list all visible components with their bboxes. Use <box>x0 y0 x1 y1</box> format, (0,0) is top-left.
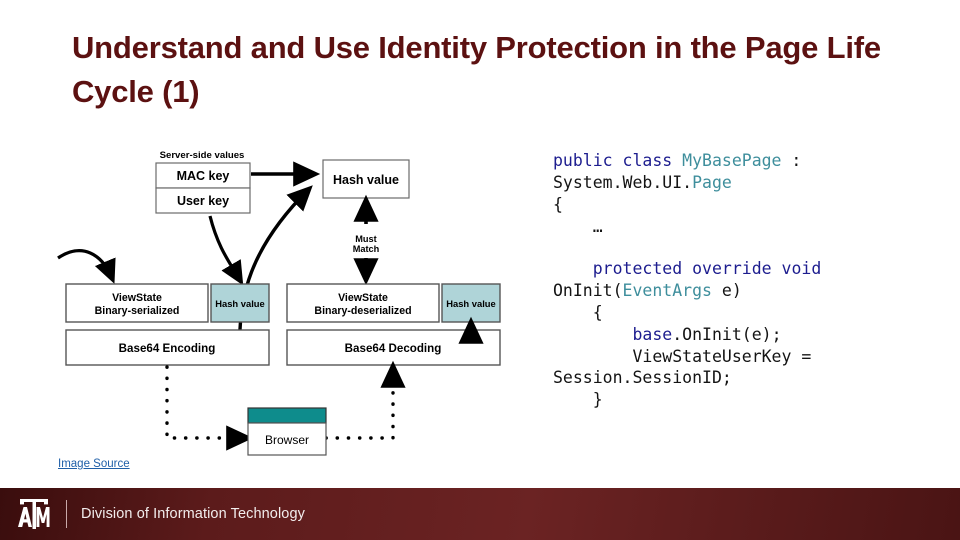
svg-text:Binary-serialized: Binary-serialized <box>95 305 180 317</box>
code-token: OnInit( <box>553 258 832 300</box>
diagram-label-must-match-line1: Must <box>355 234 376 244</box>
code-token: { <box>553 194 563 214</box>
diagram-box-base64-encoding: Base64 Encoding <box>65 329 270 366</box>
svg-text:Browser: Browser <box>265 433 309 447</box>
viewstate-mac-flow-diagram: Server-side values MAC key User key Hash… <box>50 138 530 478</box>
svg-text:ViewState: ViewState <box>112 292 162 304</box>
svg-text:Hash value: Hash value <box>333 173 399 187</box>
diagram-box-base64-decoding: Base64 Decoding <box>286 329 501 366</box>
svg-text:Binary-deserialized: Binary-deserialized <box>314 305 411 317</box>
svg-text:User key: User key <box>177 194 229 208</box>
code-line-7: ViewStateUserKey = Session.SessionID; <box>553 346 953 390</box>
footer-department-label: Division of Information Technology <box>81 506 305 522</box>
code-token <box>772 259 782 278</box>
code-token: override <box>692 258 772 278</box>
code-token: … <box>553 216 603 236</box>
code-token: protected <box>592 258 683 278</box>
code-line-5: { <box>553 302 953 324</box>
diagram-box-hash-value-top: Hash value <box>322 159 410 199</box>
diagram-box-mac-key: MAC key <box>155 162 251 189</box>
code-line-6: base.OnInit(e); <box>553 324 953 346</box>
code-token <box>682 259 692 278</box>
diagram-label-server-side-values: Server-side values <box>160 150 245 161</box>
code-token: : System.Web.UI. <box>553 151 812 192</box>
svg-text:MAC key: MAC key <box>177 169 230 183</box>
diagram-box-user-key: User key <box>155 187 251 214</box>
code-token: public <box>553 151 613 170</box>
code-token <box>613 151 623 170</box>
code-token: MyBasePage <box>682 151 782 170</box>
diagram-box-viewstate-deserialized: ViewState Binary-deserialized <box>286 283 440 323</box>
diagram-dotted-path-left <box>165 365 237 440</box>
image-source-link[interactable]: Image Source <box>58 458 130 470</box>
code-line-2: … <box>553 216 953 238</box>
code-token: .OnInit(e); <box>672 324 782 344</box>
svg-text:Hash value: Hash value <box>446 298 496 309</box>
svg-text:Hash value: Hash value <box>215 298 265 309</box>
code-token: ViewStateUserKey = Session.SessionID; <box>553 346 822 388</box>
code-token: class <box>622 151 673 170</box>
diagram-dotted-path-right <box>324 379 395 440</box>
code-token: } <box>553 390 603 410</box>
code-line-4: protected override void OnInit(EventArgs… <box>553 258 953 302</box>
page-title: Understand and Use Identity Protection i… <box>72 30 881 110</box>
code-line-8: } <box>553 389 953 411</box>
code-token: void <box>781 258 822 278</box>
code-token: EventArgs <box>622 280 712 300</box>
diagram-label-must-match-line2: Match <box>353 244 380 254</box>
code-token: Page <box>692 172 732 192</box>
svg-text:Base64 Encoding: Base64 Encoding <box>119 342 216 355</box>
svg-text:Base64 Decoding: Base64 Decoding <box>345 342 442 355</box>
code-token <box>553 325 632 344</box>
code-token <box>672 151 682 170</box>
diagram-box-viewstate-serialized: ViewState Binary-serialized <box>65 283 209 323</box>
footer-divider <box>66 500 67 528</box>
diagram-arrow-into-viewstate-serialized <box>57 249 116 284</box>
diagram-box-hash-value-right: Hash value <box>441 283 501 323</box>
diagram-arrow-userkey-to-hash <box>208 215 244 286</box>
code-token: base <box>632 324 673 344</box>
code-line-0: public class MyBasePage : System.Web.UI.… <box>553 150 953 194</box>
code-token: { <box>553 302 603 322</box>
code-line-3 <box>553 238 953 258</box>
diagram-box-hash-value-left: Hash value <box>210 283 270 323</box>
diagram-arrow-deserialized-to-hash <box>238 185 313 349</box>
code-token <box>553 259 593 278</box>
code-snippet: public class MyBasePage : System.Web.UI.… <box>553 150 953 411</box>
diagram-box-browser: Browser <box>247 407 327 456</box>
texas-am-logo-icon <box>14 497 54 531</box>
svg-text:ViewState: ViewState <box>338 292 388 304</box>
code-line-1: { <box>553 194 953 216</box>
footer-bar: Division of Information Technology <box>0 488 960 540</box>
code-token: e) <box>711 280 742 300</box>
